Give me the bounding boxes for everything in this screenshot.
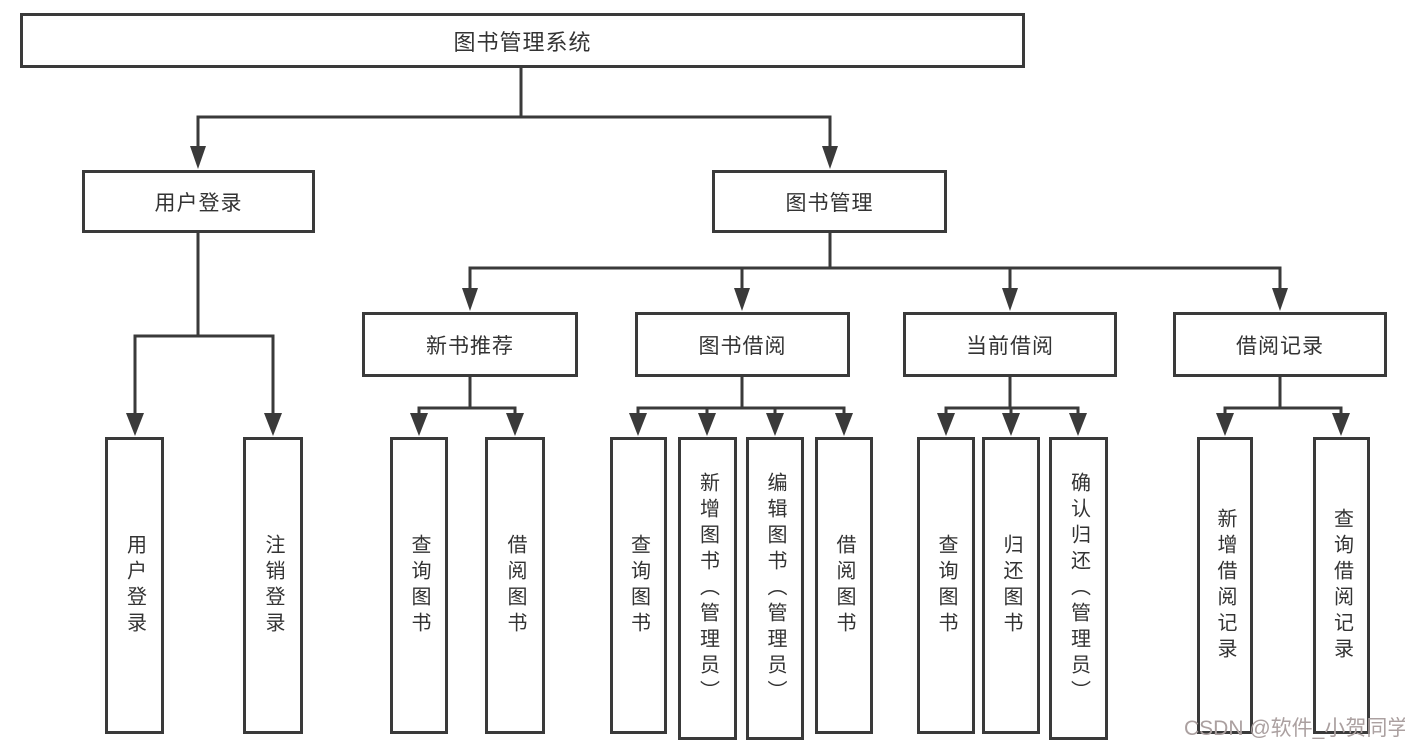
arrow-down-icon — [126, 146, 1350, 436]
leaf-query-borrow-record: 查询借阅记录 — [1313, 437, 1370, 734]
leaf-add-borrow-record: 新增借阅记录 — [1197, 437, 1253, 734]
leaf-borrow-books-2: 借阅图书 — [815, 437, 873, 734]
watermark: CSDN @软件_小贺同学 — [1184, 717, 1405, 740]
leaf-return-books: 归还图书 — [982, 437, 1040, 734]
leaf-edit-books-admin: 编辑图书（管理员） — [746, 437, 804, 740]
leaf-query-books: 查询图书 — [390, 437, 448, 734]
node-book-management: 图书管理 — [712, 170, 947, 233]
leaf-borrow-books: 借阅图书 — [485, 437, 545, 734]
node-user-login: 用户登录 — [82, 170, 315, 233]
node-new-book-recommend: 新书推荐 — [362, 312, 578, 377]
node-book-borrow: 图书借阅 — [635, 312, 850, 377]
leaf-query-books-2: 查询图书 — [610, 437, 667, 734]
node-borrow-records: 借阅记录 — [1173, 312, 1387, 377]
leaf-add-books-admin: 新增图书（管理员） — [678, 437, 737, 740]
node-current-borrow: 当前借阅 — [903, 312, 1117, 377]
leaf-user-login: 用户登录 — [105, 437, 164, 734]
node-library-management-system: 图书管理系统 — [20, 13, 1025, 68]
leaf-query-books-3: 查询图书 — [917, 437, 975, 734]
leaf-logout: 注销登录 — [243, 437, 303, 734]
leaf-confirm-return-admin: 确认归还（管理员） — [1049, 437, 1108, 740]
